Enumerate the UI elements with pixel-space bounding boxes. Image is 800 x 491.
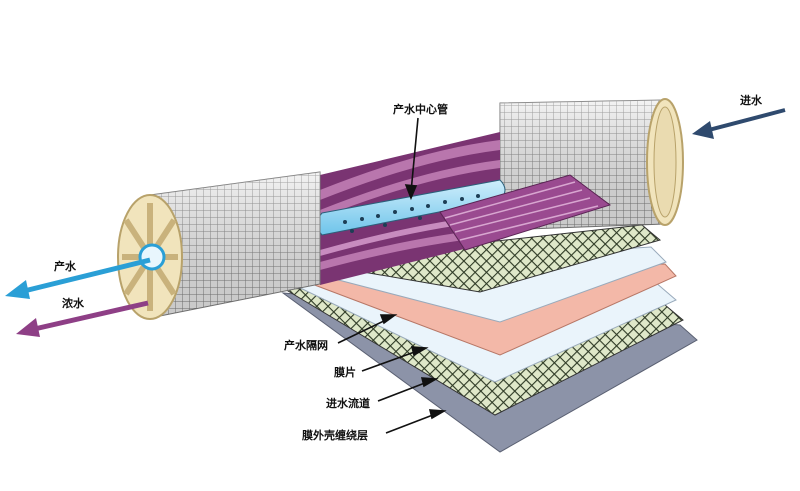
permeate-out-arrow [5, 257, 151, 299]
label-feed-channel: 进水流道 [326, 396, 370, 410]
feed-in-arrow [692, 108, 786, 139]
label-membrane-sheet: 膜片 [334, 365, 356, 379]
permeate-spacer-layer [304, 224, 662, 293]
concentrate-out-arrow [16, 300, 149, 337]
label-feed-in: 进水 [740, 93, 763, 107]
membrane-envelope-bundle [316, 132, 612, 285]
permeate-port [138, 243, 166, 271]
label-outer-wrap: 膜外壳缠绕层 [302, 428, 368, 442]
label-permeate-spacer: 产水隔网 [284, 338, 328, 352]
cylinder-left [117, 171, 321, 320]
leader-lines [337, 117, 447, 434]
label-concentrate-out: 浓水 [62, 296, 85, 310]
label-permeate-out: 产水 [54, 259, 77, 273]
label-center-tube: 产水中心管 [393, 102, 448, 116]
